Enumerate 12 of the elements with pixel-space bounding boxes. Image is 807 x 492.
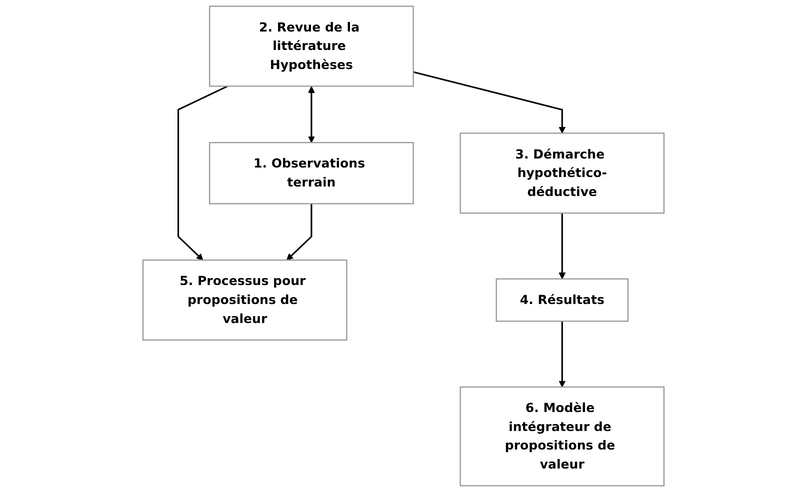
arrow bbox=[177, 85, 228, 260]
node-box: 1. Observations terrain bbox=[209, 142, 414, 204]
arrow bbox=[413, 71, 566, 134]
arrow bbox=[558, 321, 566, 388]
arrow bbox=[558, 213, 566, 280]
node-box: 4. Résultats bbox=[496, 278, 629, 322]
node-box: 3. Démarche hypothético-déductive bbox=[460, 132, 665, 214]
arrow bbox=[308, 86, 315, 143]
node-box: 6. Modèle intégrateur de propositions de valeur bbox=[460, 386, 665, 486]
node-box: 2. Revue de la littérature Hypothèses bbox=[209, 6, 414, 87]
node-box: 5. Processus pour propositions de valeur bbox=[142, 260, 348, 341]
arrow bbox=[286, 204, 312, 260]
